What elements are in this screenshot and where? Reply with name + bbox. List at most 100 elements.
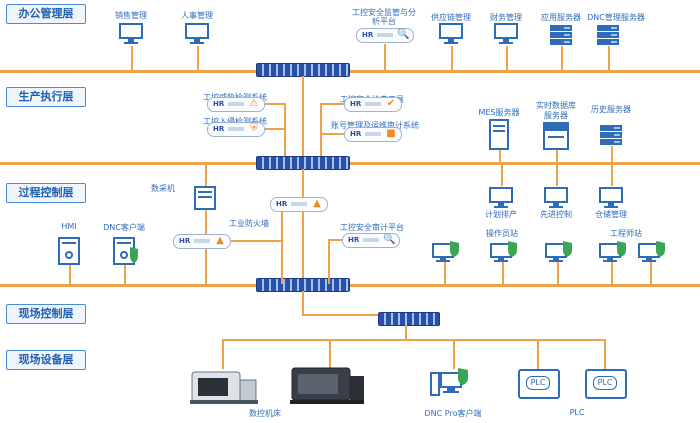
secure-workstation-icon [545,241,572,262]
server-icon [600,125,622,145]
connector [263,128,285,130]
connector [453,339,455,369]
secure-workstation-icon [430,368,468,396]
connector [502,262,504,284]
brand-logo-icon: HR [362,31,374,39]
server-icon [550,25,572,45]
connector [557,262,559,284]
connector [384,44,386,70]
audit-platform-label-1: 工控安全监管与分 [352,8,416,17]
warehouse-label: 仓储管理 [595,210,627,219]
firewall-device: HR ▲ [173,234,231,249]
account-audit-label: 账号管理及运维审计系统 [331,121,419,130]
plc-badge: PLC [593,376,617,390]
connector [69,265,71,284]
advanced-control-label: 先进控制 [540,210,572,219]
dnc-pro-label: DNC Pro客户端 [424,409,482,418]
firewall-top-device: HR ▲ [270,197,328,212]
connector [561,46,563,70]
server-icon [597,25,619,45]
brand-logo-icon: HR [348,236,360,244]
connector [556,150,558,162]
production-core-switch [256,156,350,170]
workstation-icon [489,187,513,208]
security-check-device: HR ✔ [344,97,402,112]
connector [320,103,322,156]
finance-label: 财务管理 [490,13,522,22]
connector [650,262,652,284]
dnc-client-icon [113,237,138,265]
connector [444,262,446,284]
operator-station-label: 操作员站 [486,229,518,238]
connector [320,133,344,135]
fire-icon: ▲ [313,198,321,209]
account-audit-device: HR ■ [344,127,402,142]
connector [604,339,606,369]
secure-workstation-icon [490,241,517,262]
connector [328,239,342,241]
intrusion-detect-device: HR ⛨ [207,122,265,137]
connector [405,325,407,339]
connector [499,150,501,162]
process-audit-label: 工控安全审计平台 [340,223,404,232]
firewall-label: 工业防火墙 [229,219,269,228]
collector-label: 数采机 [151,184,175,193]
hmi-label: HMI [61,222,77,231]
connector [205,164,207,186]
workstation-icon [494,23,518,44]
connector [222,339,224,369]
device-ports [377,33,393,37]
process-core-switch [256,278,350,292]
process-bus-line [0,284,700,287]
cnc-machine-icon [290,367,364,404]
connector [320,103,344,105]
office-core-switch [256,63,350,77]
intrusion-detect-label: 工控入侵检测系统 [203,116,267,127]
trunk-line [302,291,304,314]
brand-logo-icon: HR [179,237,191,245]
search-lock-icon: 🔍 [397,29,410,40]
shield-icon: ⛨ [250,123,258,134]
trunk-line [302,314,378,316]
connector [556,164,558,186]
connector [611,146,613,162]
layer-label-process: 过程控制层 [6,183,86,203]
brand-logo-icon: HR [350,100,362,108]
brand-logo-icon: HR [350,130,362,138]
folder-icon: ■ [386,128,396,139]
connector [329,339,331,369]
plc-badge: PLC [526,376,550,390]
cnc-machine-icon [190,371,258,404]
connector [197,46,199,70]
connector [124,265,126,284]
connector [501,164,503,186]
search-icon: 🔍 [383,234,396,245]
device-ports [291,202,307,206]
workstation-icon [599,187,623,208]
realtime-db-label-2: 服务器 [544,111,568,120]
field-control-switch [378,312,440,326]
brand-logo-icon: HR [276,200,288,208]
device-ports [365,102,381,106]
plan-label: 计划排产 [485,210,517,219]
audit-platform-device: HR 🔍 [356,28,414,43]
database-server-icon [543,122,569,150]
sales-label: 销售管理 [115,11,147,20]
mes-server-label: MES服务器 [478,108,520,117]
trunk-line [302,76,304,156]
dnc-server-label: DNC管理服务器 [587,13,645,22]
engineer-station-label: 工程师站 [610,229,642,238]
brand-logo-icon: HR [213,125,225,133]
device-ports [363,238,379,242]
supply-label: 供应链管理 [431,13,471,22]
connector [537,339,539,369]
connector [284,128,286,130]
layer-label-production: 生产执行层 [6,87,86,107]
app-server-label: 应用服务器 [541,13,581,22]
brand-logo-icon: HR [213,100,225,108]
connector [328,239,330,284]
layer-label-field-device: 现场设备层 [6,350,86,370]
connector [451,46,453,70]
cnc-label: 数控机床 [249,409,281,418]
device-ports [228,102,244,106]
